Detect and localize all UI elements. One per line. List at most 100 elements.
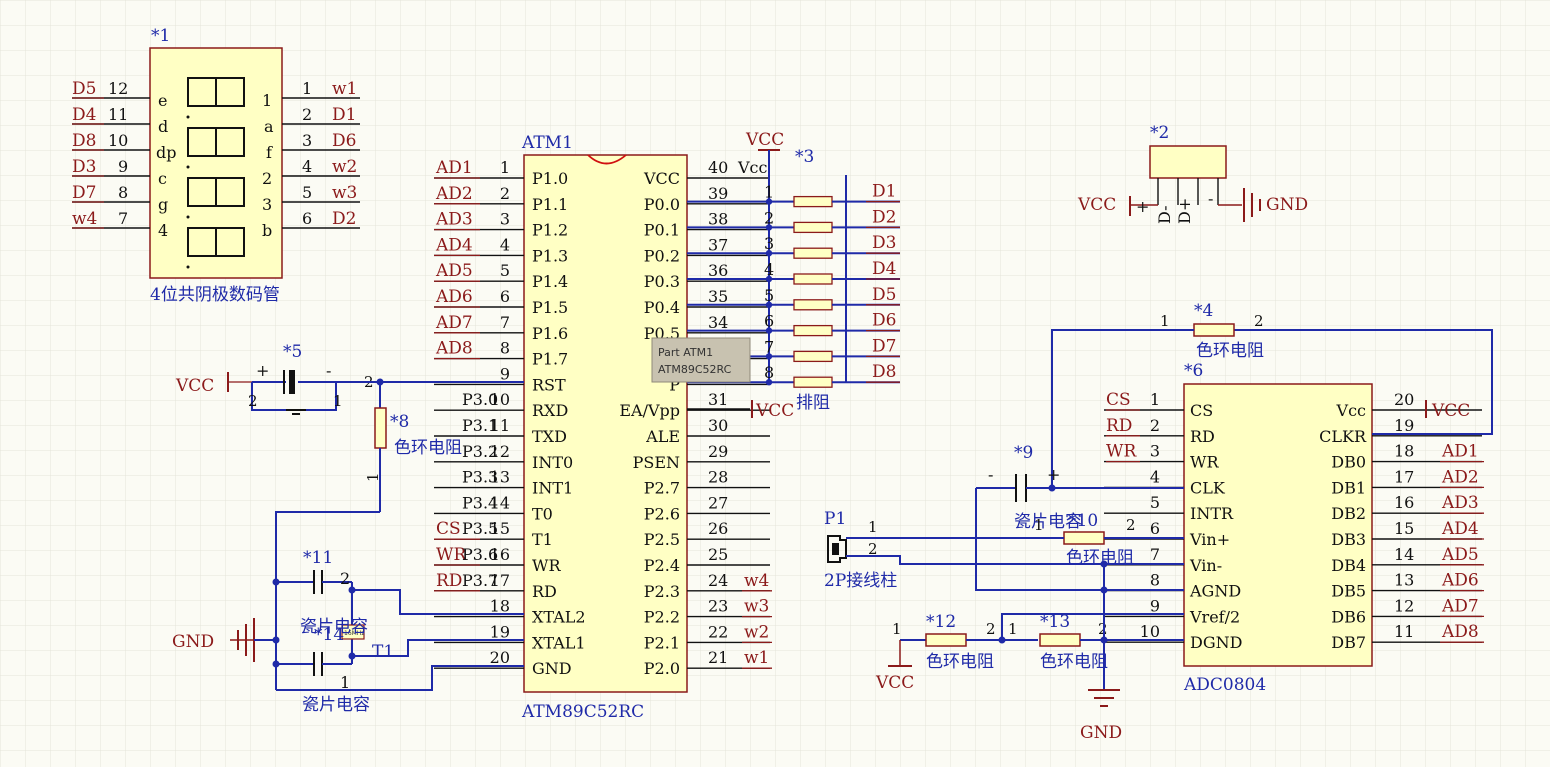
- mcu-left-pin-num: 20: [490, 648, 510, 667]
- adc-right-pin-name: DB5: [1331, 582, 1366, 601]
- r13-pin: 1: [1008, 620, 1018, 638]
- resistor-r12[interactable]: *12 1 2 色环电阻 VCC: [875, 612, 1184, 693]
- c9-comment: 瓷片电容: [1014, 512, 1082, 532]
- mcu-right-pin-name: P: [669, 375, 680, 394]
- display-left-pin-num: 9: [118, 157, 128, 176]
- adc-left-pin-num: 5: [1150, 493, 1160, 512]
- display-segment-label: 2: [262, 169, 272, 188]
- resistor-r4[interactable]: *4 1 2 色环电阻: [1051, 301, 1264, 489]
- adc-right-pin-num: 14: [1394, 545, 1414, 564]
- mcu-right-pin-num: 22: [708, 622, 728, 641]
- display-left-net: D8: [72, 131, 96, 151]
- mcu-right-pin-num: 27: [708, 493, 728, 512]
- mcu-left-pin-name: WR: [532, 556, 561, 575]
- adc-body: [1183, 383, 1373, 667]
- display-right-pin-num: 5: [302, 183, 312, 202]
- capacitor-c9[interactable]: *9 - + 瓷片电容: [975, 443, 1184, 591]
- mcu-left-pin-name: INT0: [532, 453, 573, 472]
- mcu-left-net: AD4: [435, 235, 473, 255]
- r10-pin: 1: [1034, 516, 1044, 534]
- mcu-right-pin-name: EA/Vpp: [619, 401, 680, 420]
- display-segment-label: 3: [262, 195, 272, 214]
- reset-circuit[interactable]: *5 VCC + - 2 1 2 *8 色环电阻 1: [175, 342, 524, 690]
- display-left-net: D7: [72, 183, 96, 203]
- mcu-right-pin-num: 23: [708, 597, 728, 616]
- mcu-left-pin-name: TXD: [532, 427, 567, 446]
- mcu-right-pin-name: P2.2: [644, 608, 680, 627]
- mcu-right-pin-num: 34: [708, 313, 728, 332]
- display-left-net: w4: [72, 209, 97, 229]
- r4-designator: *4: [1194, 301, 1213, 321]
- display-designator: *1: [151, 26, 170, 46]
- mcu-left-net: RD: [436, 571, 462, 591]
- adc-right-net: AD2: [1441, 467, 1479, 487]
- mcu-port-label: P3.1: [462, 416, 498, 435]
- r4-clk-wire: [1051, 329, 1194, 489]
- adc-right-net: AD8: [1441, 622, 1479, 642]
- adc-right-pin-num: 13: [1394, 571, 1414, 590]
- mcu-right-pin-name: P0.0: [644, 195, 680, 214]
- adc-right-pin-num: 17: [1394, 467, 1414, 486]
- reset-res-pin: 1: [364, 472, 382, 482]
- mcu-right-pin-num: 29: [708, 442, 728, 461]
- segment-digits: [186, 77, 245, 269]
- usb-right-net: GND: [1266, 195, 1308, 215]
- mcu-right-net: w1: [744, 648, 769, 668]
- adc-right-pin-num: 12: [1394, 596, 1414, 615]
- r10-designator: *10: [1068, 511, 1098, 531]
- display-component[interactable]: *1 4位共阴极数码管: [72, 26, 360, 305]
- junction-dot: [765, 327, 773, 334]
- r12-pin: 1: [892, 620, 902, 638]
- usb-connector[interactable]: *2 VCC + D- D+ - GND: [1077, 123, 1308, 224]
- adc-right-net: AD7: [1441, 596, 1479, 616]
- adc-right-net: AD5: [1441, 545, 1479, 565]
- adc-right-net: AD3: [1441, 493, 1479, 513]
- crystal-comment: T1: [372, 642, 394, 662]
- crystal-cap1-designator: *11: [303, 548, 333, 568]
- p1-designator: P1: [824, 509, 846, 529]
- respack-pin-num: 7: [764, 337, 774, 356]
- terminal-p1[interactable]: P1 1 2 2P接线柱: [824, 509, 1184, 591]
- usb-pin-label: -: [1208, 189, 1213, 208]
- mcu-left-pin-name: T0: [532, 504, 553, 523]
- adc-left-pin-num: 2: [1150, 416, 1160, 435]
- mcu-left-net: AD7: [435, 313, 473, 333]
- respack-resistor: [793, 247, 833, 259]
- mcu-right-pin-num: 35: [708, 287, 728, 306]
- mcu-left-net: AD5: [435, 261, 473, 281]
- tooltip-line2: ATM89C52RC: [658, 363, 732, 376]
- display-left-pin-num: 10: [108, 131, 128, 150]
- mcu-port-label: P3.6: [462, 545, 498, 564]
- xtal1-wire: [352, 639, 524, 657]
- crystal-circuit[interactable]: *11 GND 16MHz 2 1 瓷片电容 *14 T1 瓷片电容: [172, 548, 524, 715]
- display-right-net: w2: [332, 157, 357, 177]
- respack-pin-num: 8: [764, 363, 774, 382]
- mcu-right-pin-name: P0.4: [644, 298, 680, 317]
- adc-left-pin-name: INTR: [1190, 504, 1234, 523]
- r4-body: [1193, 323, 1235, 337]
- adc-left-pin-num: 10: [1140, 622, 1160, 641]
- adc-left-pin-name: DGND: [1190, 633, 1242, 652]
- mcu-right-pin-num: 24: [708, 571, 728, 590]
- adc-left-pin-num: 4: [1150, 467, 1160, 486]
- mcu-designator: ATM1: [521, 133, 573, 153]
- display-left-pin-num: 8: [118, 183, 128, 202]
- adc-left-pin-name: Vref/2: [1189, 607, 1240, 626]
- mcu-right-net: Vcc: [737, 158, 768, 177]
- resistor-r13[interactable]: *13 1 2 色环电阻 GND: [1008, 560, 1184, 744]
- reset-cap-plus: +: [256, 361, 269, 380]
- p1-body: [827, 535, 847, 563]
- mcu-left-pin-name: RST: [532, 375, 566, 394]
- mcu-left-pin-num: 11: [490, 416, 510, 435]
- adc-right-net: AD6: [1441, 571, 1479, 591]
- respack-pin-num: 3: [764, 234, 774, 253]
- reset-gnd-wire: [275, 511, 380, 690]
- adc-right-pin-name: DB2: [1331, 504, 1366, 523]
- adc-right-pin-num: 19: [1394, 416, 1414, 435]
- part-tooltip: Part ATM1 ATM89C52RC: [651, 337, 751, 383]
- mcu-right-pin-num: 40: [708, 158, 728, 177]
